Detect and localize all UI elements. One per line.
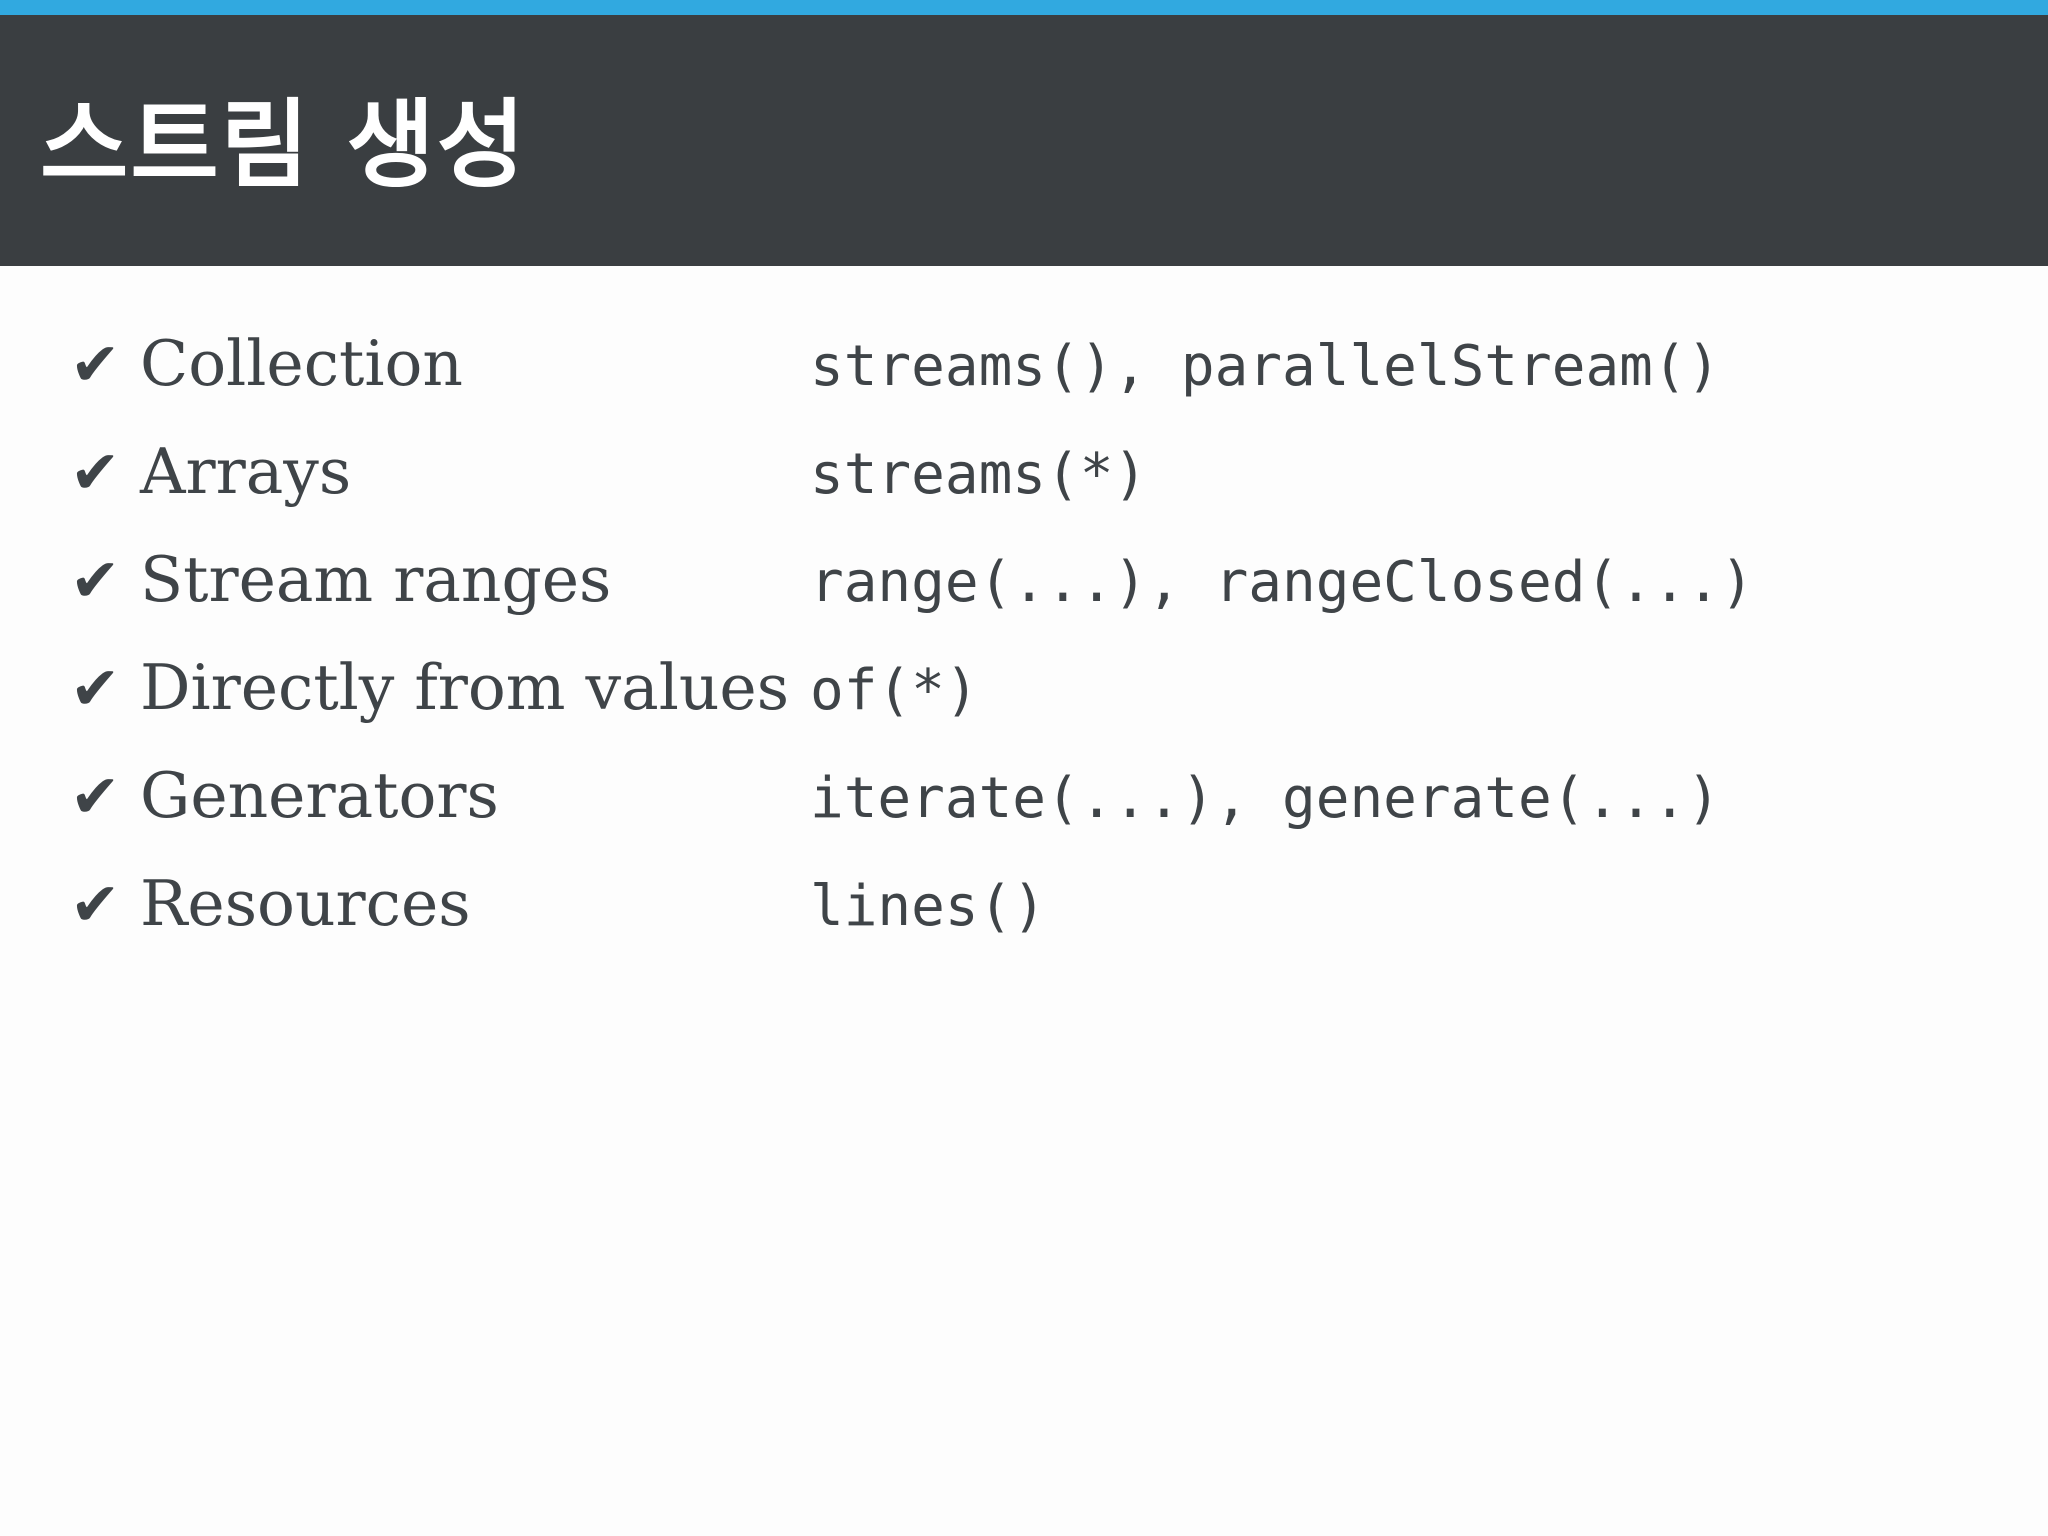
- list-item-left: ✔Generators: [70, 764, 810, 827]
- checkmark-icon: ✔: [70, 762, 121, 832]
- checkmark-icon: ✔: [70, 546, 121, 616]
- feature-code: streams(*): [810, 442, 1148, 507]
- checkmark-icon: ✔: [70, 654, 121, 724]
- feature-label: Collection: [140, 327, 463, 400]
- list-item-left: ✔Collection: [70, 332, 810, 395]
- top-accent-bar: [0, 0, 2048, 15]
- feature-code: range(...), rangeClosed(...): [810, 550, 1755, 615]
- checkmark-icon: ✔: [70, 330, 121, 400]
- feature-code: iterate(...), generate(...): [810, 766, 1721, 831]
- slide-header: 스트림 생성: [0, 15, 2048, 266]
- checkmark-icon: ✔: [70, 870, 121, 940]
- list-item-left: ✔Stream ranges: [70, 548, 810, 611]
- feature-code: streams(), parallelStream(): [810, 334, 1721, 399]
- feature-code: of(*): [810, 658, 979, 723]
- slide-title: 스트림 생성: [40, 87, 528, 201]
- feature-label: Resources: [140, 867, 471, 940]
- feature-code: lines(): [810, 874, 1047, 939]
- checkmark-icon: ✔: [70, 438, 121, 508]
- feature-label: Generators: [140, 759, 499, 832]
- list-item-left: ✔Arrays: [70, 440, 810, 503]
- feature-label: Stream ranges: [140, 543, 612, 616]
- feature-label: Arrays: [140, 435, 352, 508]
- feature-label: Directly from values: [140, 651, 790, 724]
- list-item-left: ✔Resources: [70, 872, 810, 935]
- list-item-left: ✔Directly from values: [70, 656, 810, 719]
